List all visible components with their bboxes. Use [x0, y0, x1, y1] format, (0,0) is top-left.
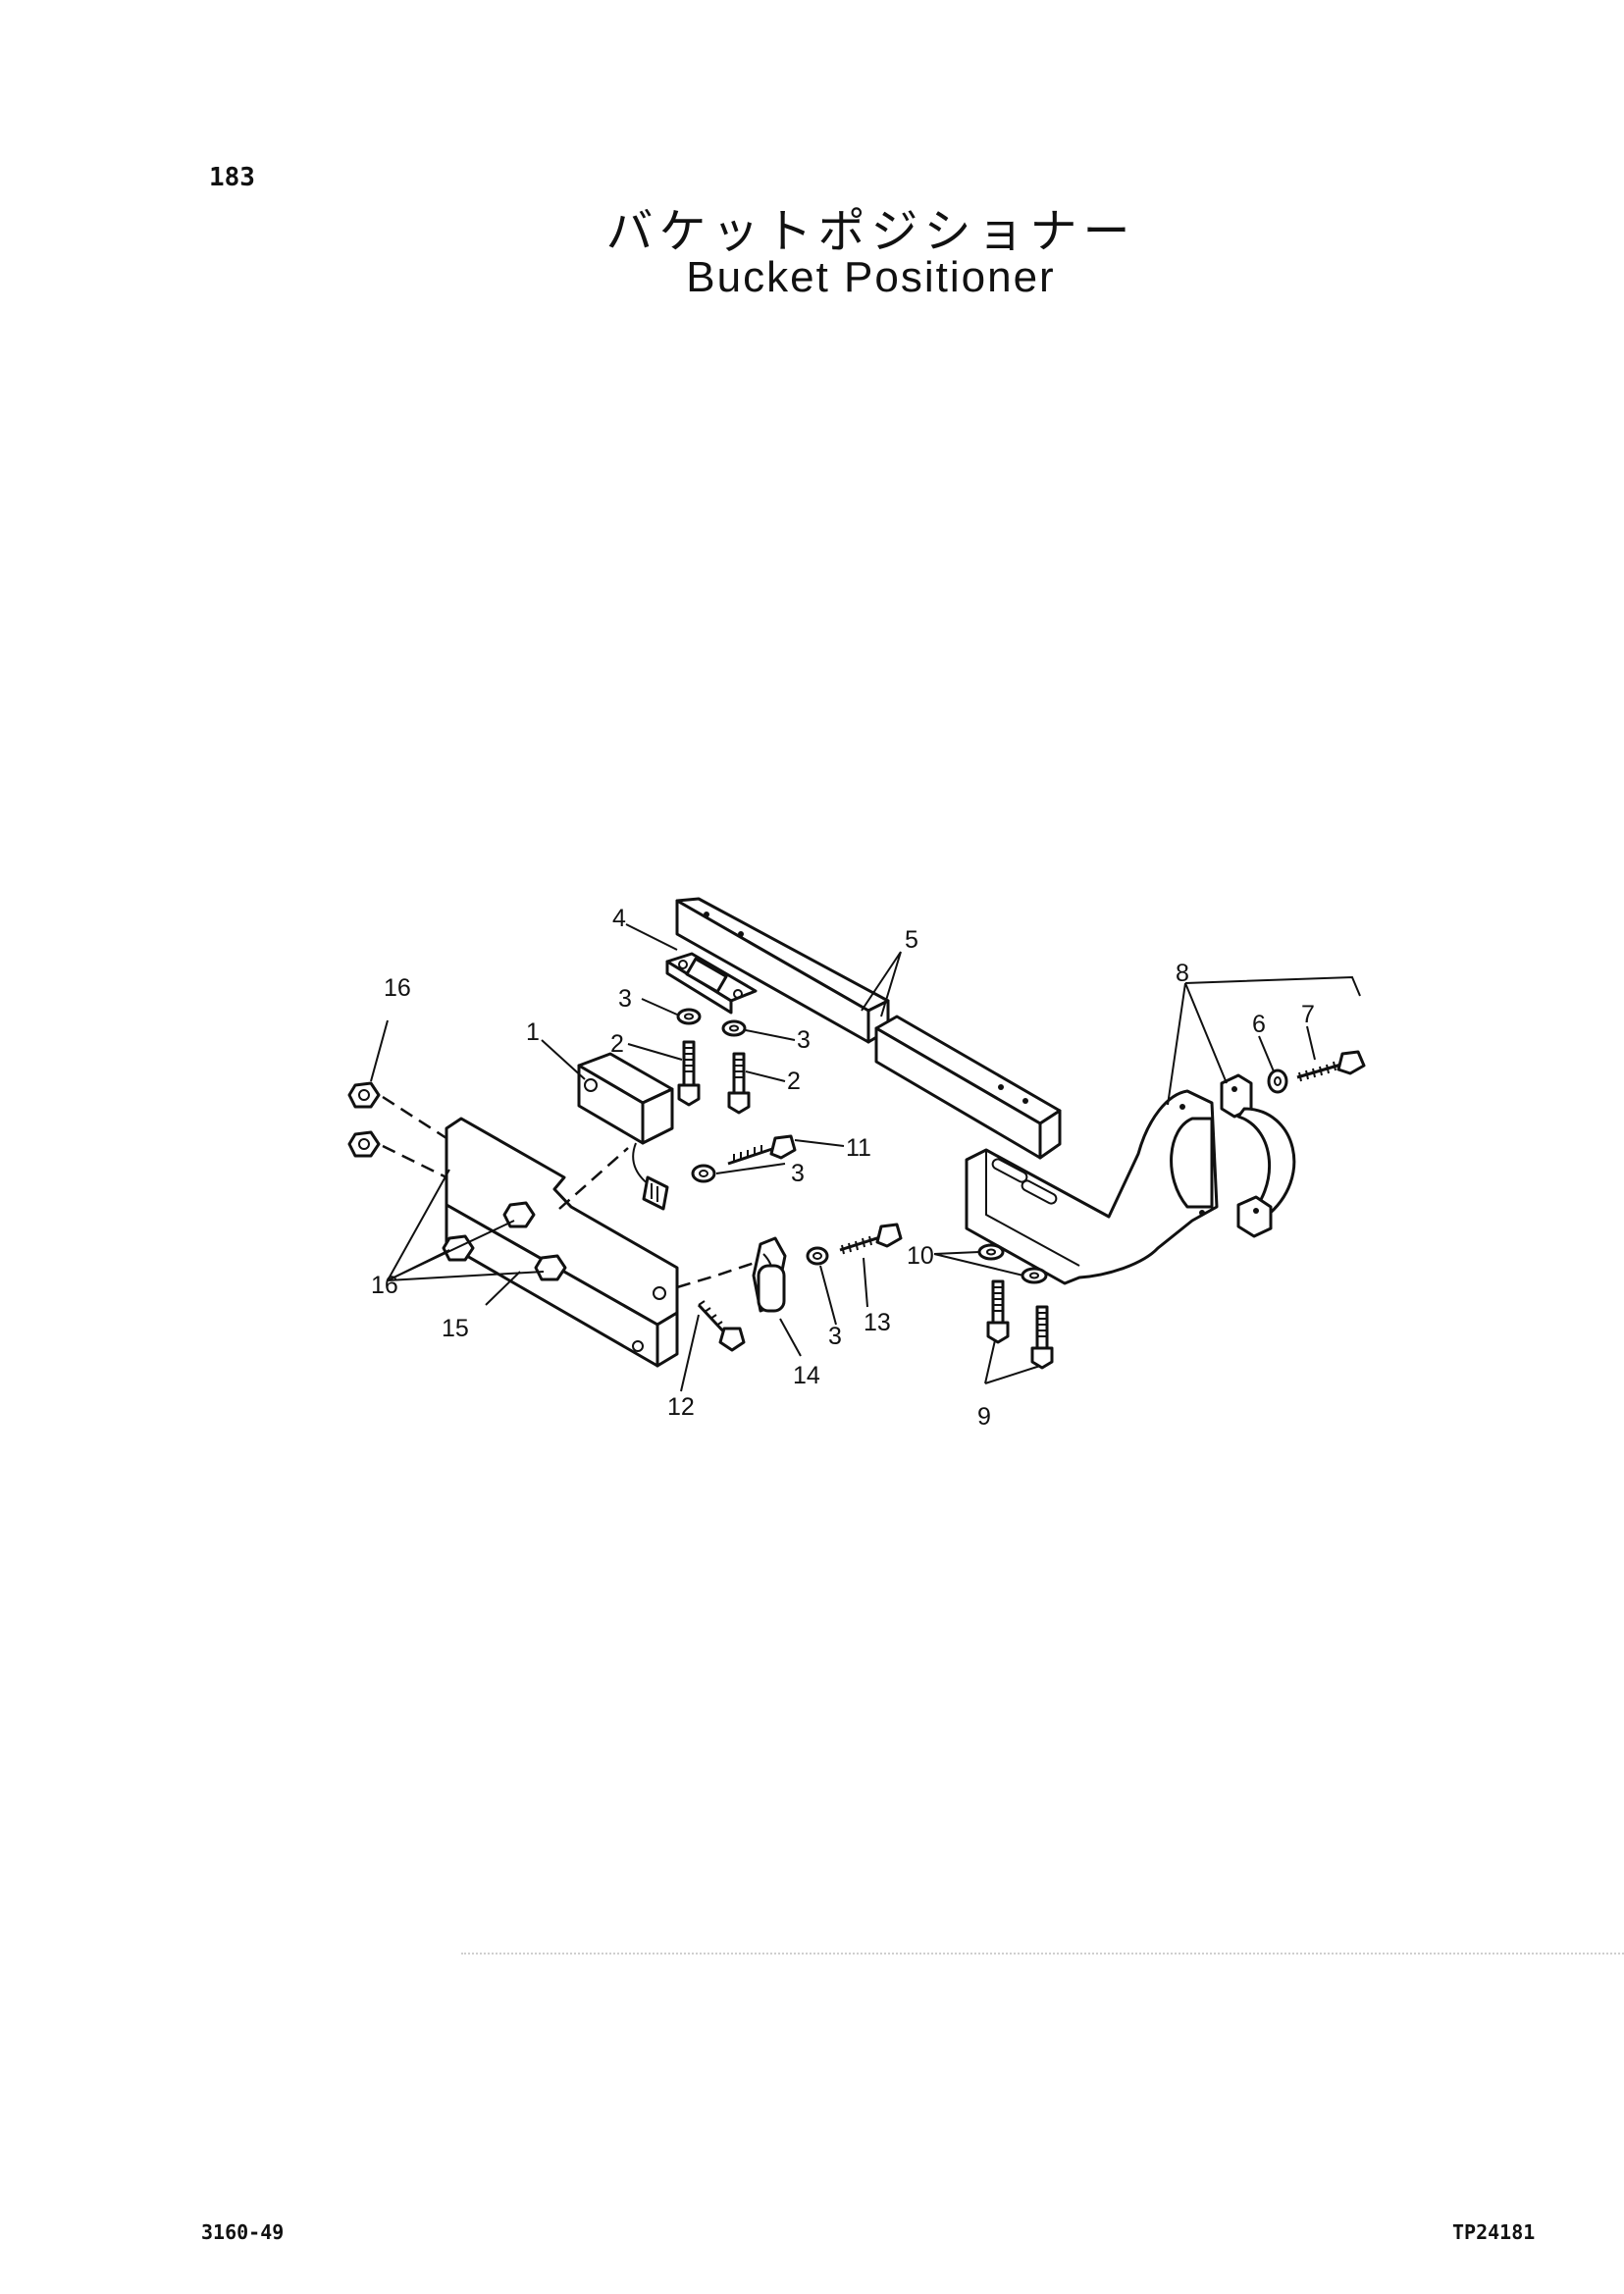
part-16-nut-plate-3	[534, 1254, 567, 1281]
dashed-line-sensor	[558, 1147, 629, 1210]
page-number: 183	[209, 163, 255, 192]
callout-2-left: 2	[610, 1030, 624, 1058]
callout-2-right: 2	[787, 1068, 801, 1095]
part-3-washer-lower	[806, 1246, 829, 1266]
callout-4: 4	[612, 905, 626, 932]
callout-1: 1	[526, 1018, 540, 1046]
part-11-bolt	[727, 1134, 797, 1166]
part-4-bracket	[665, 952, 758, 1015]
part-7-bolt	[1296, 1050, 1366, 1082]
callout-3-middle: 3	[791, 1160, 805, 1187]
callout-7: 7	[1301, 1001, 1315, 1028]
callout-5: 5	[905, 926, 918, 954]
part-16-nut-plate-2	[502, 1201, 536, 1228]
callout-8: 8	[1176, 960, 1189, 987]
document-code: 3160-49	[201, 2220, 285, 2244]
part-10-washer-left	[977, 1243, 1005, 1261]
part-10-washer-right	[1021, 1267, 1048, 1284]
part-1-sensor	[577, 1052, 674, 1211]
dotted-separator	[461, 1953, 1624, 1955]
figure-id: TP24181	[1452, 2220, 1536, 2244]
part-6-washer	[1267, 1069, 1288, 1094]
callout-3-upper-right: 3	[797, 1026, 811, 1054]
part-13-bolt	[839, 1223, 903, 1255]
callout-16-top: 16	[384, 974, 411, 1002]
part-2-bolt-right	[727, 1052, 751, 1115]
part-3-washer-right	[721, 1019, 747, 1037]
part-9-bolt-left	[986, 1279, 1010, 1344]
callout-10: 10	[907, 1242, 934, 1270]
part-14-clamp	[752, 1236, 787, 1313]
part-15-plate	[445, 1117, 679, 1368]
callout-15: 15	[442, 1315, 469, 1342]
dashed-line-clamp	[676, 1254, 776, 1289]
callout-16-bottom: 16	[371, 1272, 398, 1299]
leader-lines	[370, 923, 1361, 1392]
callout-3-lower: 3	[828, 1323, 842, 1350]
page-title-japanese: バケットポジショナー	[605, 204, 1136, 259]
page-title-english: Bucket Positioner	[686, 253, 1056, 301]
part-16-nut-loose-top	[347, 1081, 381, 1109]
part-16-nut-loose-bottom	[347, 1130, 381, 1158]
part-12-bolt	[697, 1300, 746, 1352]
dashed-line-nut-top	[382, 1095, 447, 1140]
part-3-washer-middle	[691, 1164, 716, 1183]
callout-6: 6	[1252, 1011, 1266, 1038]
callout-3-upper-left: 3	[618, 985, 632, 1013]
part-2-bolt-left	[677, 1040, 701, 1107]
callout-14: 14	[793, 1362, 820, 1389]
part-8-support-bracket	[965, 1089, 1219, 1285]
callout-9: 9	[977, 1403, 991, 1431]
part-8-cap	[1220, 1073, 1296, 1238]
part-3-washer-left	[676, 1008, 702, 1025]
callout-13: 13	[864, 1309, 891, 1336]
part-9-bolt-right	[1030, 1305, 1054, 1370]
callout-11: 11	[846, 1134, 871, 1162]
dashed-line-nut-bottom	[382, 1144, 447, 1179]
callout-12: 12	[667, 1393, 695, 1421]
